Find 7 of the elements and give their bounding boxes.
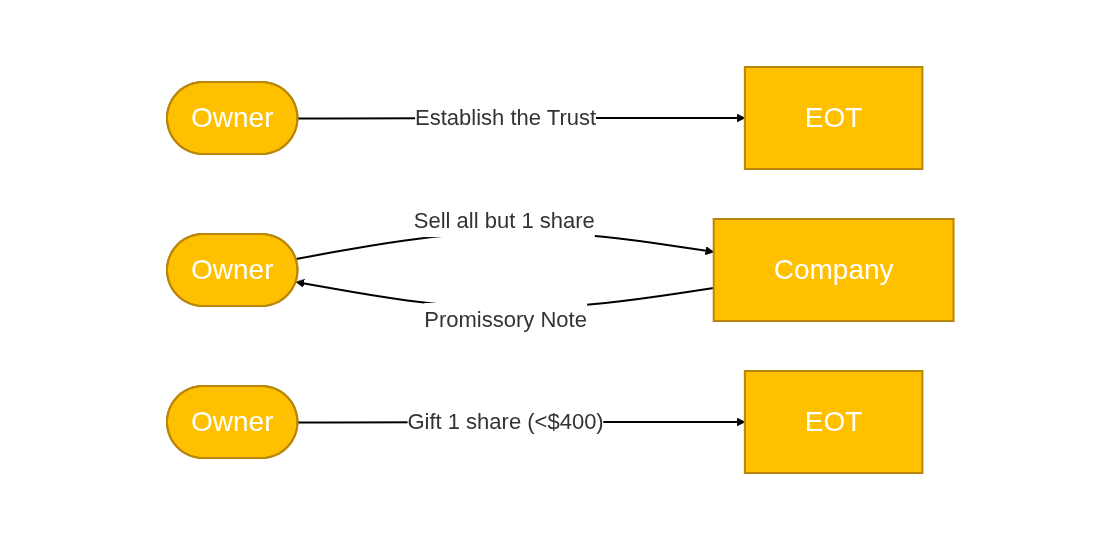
node-box: Company (712, 217, 955, 322)
edge-label: Promissory Note (423, 306, 587, 332)
node-box: EOT (743, 65, 924, 170)
edge-label: Sell all but 1 share (413, 207, 595, 233)
node-box: EOT (743, 369, 924, 474)
edge-label: Gift 1 share (<$400) (407, 408, 604, 434)
edge-label: Establish the Trust (414, 105, 596, 130)
